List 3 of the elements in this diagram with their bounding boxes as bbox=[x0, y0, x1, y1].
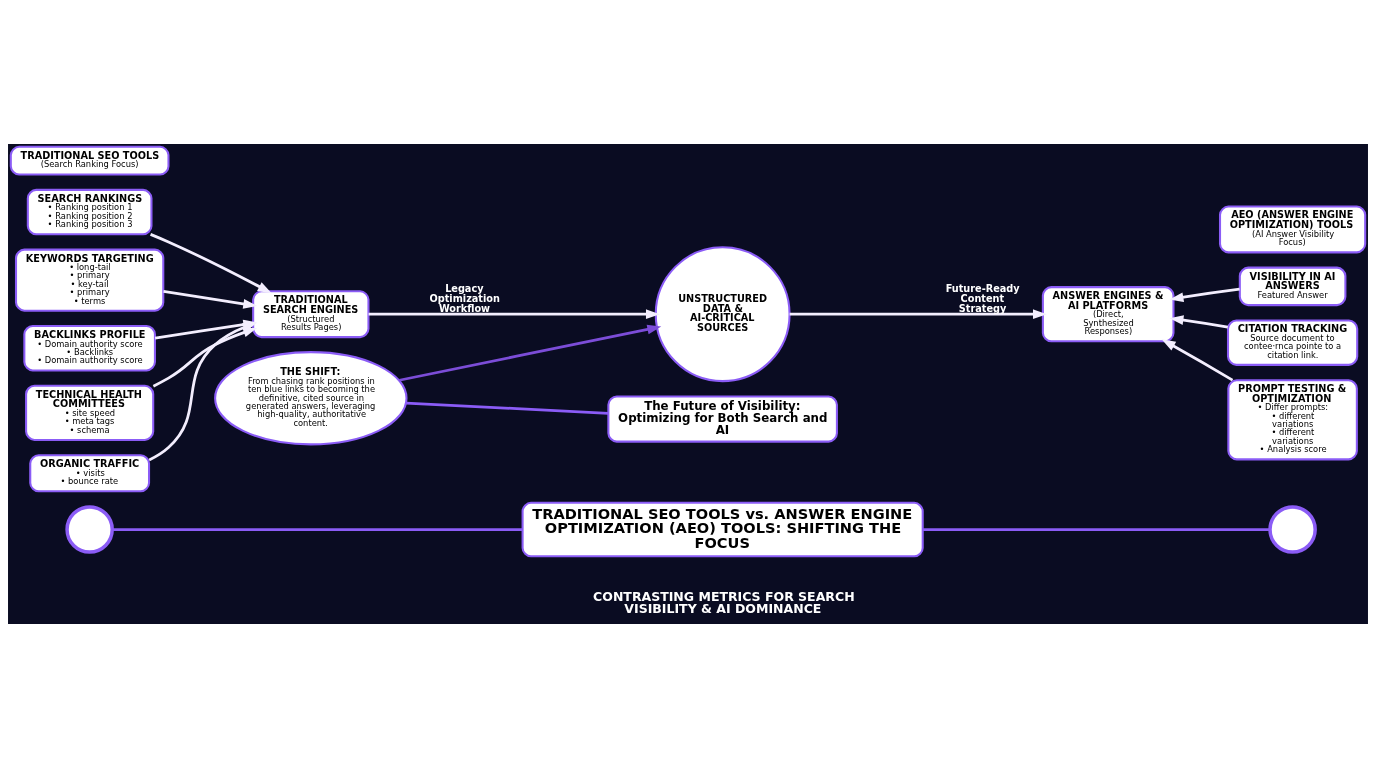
edge-label: Legacy Optimization Workflow bbox=[429, 283, 500, 314]
edge-label: Future-Ready Content Strategy bbox=[945, 283, 1020, 314]
label: CONTRASTING METRICS FOR SEARCH VISIBILITY & AI DOMINANCE bbox=[593, 588, 855, 617]
